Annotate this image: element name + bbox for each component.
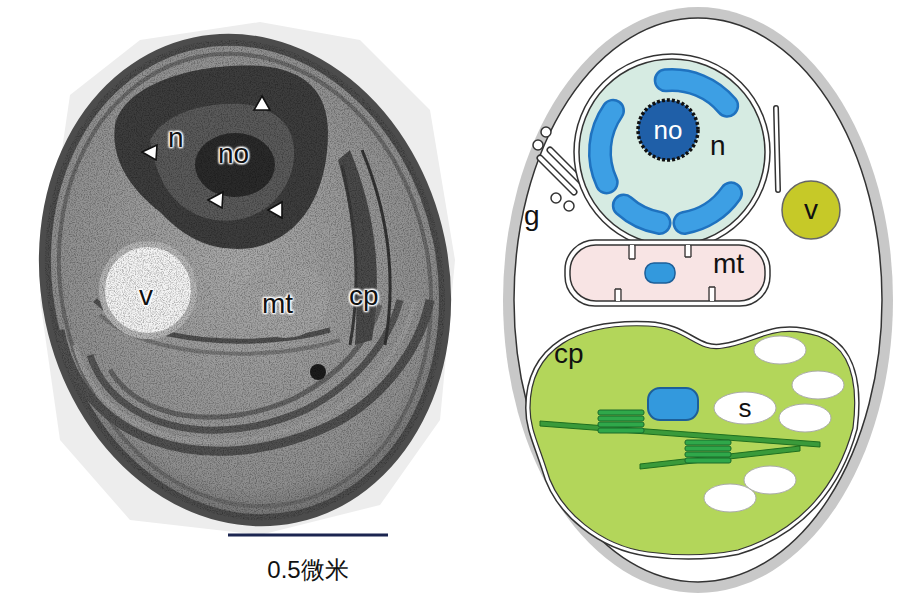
drawing-part bbox=[579, 59, 765, 245]
drawing-part bbox=[142, 145, 157, 160]
drawing-part bbox=[254, 96, 270, 110]
part-label: n bbox=[168, 124, 184, 152]
drawing-part bbox=[598, 410, 644, 415]
starch-grain: s bbox=[713, 391, 777, 425]
drawing-part bbox=[530, 326, 855, 555]
drawing-part bbox=[645, 263, 675, 283]
drawing-part bbox=[570, 245, 765, 301]
drawing-part bbox=[615, 245, 715, 301]
drawing-part bbox=[565, 240, 770, 306]
organelle-label: cp bbox=[554, 340, 584, 368]
drawing-part bbox=[648, 388, 698, 420]
drawing-part bbox=[616, 245, 714, 301]
part-label: mt bbox=[262, 290, 293, 318]
drawing-part bbox=[754, 336, 806, 364]
drawing-part bbox=[30, 20, 470, 540]
organelle-label: mt bbox=[713, 250, 744, 278]
drawing-part bbox=[624, 206, 660, 223]
drawing-part bbox=[776, 108, 778, 190]
drawing-part bbox=[776, 108, 778, 190]
organelle-label: n bbox=[710, 132, 726, 160]
er-membrane bbox=[776, 108, 778, 190]
drawing-part bbox=[600, 111, 613, 183]
drawing-part bbox=[779, 404, 831, 432]
drawing-part bbox=[714, 392, 776, 424]
part-label: v bbox=[139, 282, 153, 310]
drawing-part bbox=[600, 111, 613, 183]
drawing-part bbox=[208, 192, 223, 208]
drawing-part bbox=[685, 446, 731, 451]
drawing-part bbox=[640, 446, 800, 469]
organelle-label: v bbox=[781, 180, 841, 240]
part-label: g bbox=[524, 202, 540, 230]
drawing-part bbox=[685, 193, 732, 223]
drawing-part bbox=[792, 371, 844, 399]
organelle-label: s bbox=[713, 391, 777, 425]
drawing-part bbox=[598, 428, 644, 433]
part-label: no bbox=[218, 140, 249, 168]
scale-label: 0.5微米 bbox=[228, 558, 388, 582]
vacuole-shape: v bbox=[781, 180, 841, 240]
cell-wall bbox=[503, 7, 893, 593]
chloroplast-shape: cp s bbox=[518, 318, 863, 562]
drawing-part bbox=[598, 416, 644, 421]
drawing-part bbox=[564, 201, 574, 211]
drawing-part bbox=[685, 440, 731, 445]
nucleus-shape: nno bbox=[572, 52, 772, 252]
drawing-part bbox=[685, 458, 731, 463]
drawing-part bbox=[782, 181, 840, 239]
drawing-part bbox=[598, 422, 644, 427]
drawing-part bbox=[574, 54, 770, 250]
scale-bar bbox=[228, 534, 388, 537]
drawing-part bbox=[685, 193, 732, 223]
drawing-part bbox=[541, 127, 551, 137]
cell-membrane bbox=[514, 18, 882, 582]
drawing-part bbox=[268, 202, 282, 218]
mitochondrion-shape: mt bbox=[563, 238, 772, 308]
drawing-part bbox=[685, 452, 731, 457]
drawing-part bbox=[624, 206, 660, 223]
drawing-part bbox=[540, 421, 820, 447]
drawing-part bbox=[704, 484, 756, 512]
drawing-part bbox=[530, 326, 855, 555]
organelle-label: no bbox=[636, 98, 700, 162]
arrowheads bbox=[142, 96, 282, 218]
cell-membrane bbox=[18, 19, 473, 542]
cell-wall bbox=[1, 2, 489, 558]
micrograph-inner bbox=[30, 20, 470, 540]
drawing-part bbox=[540, 158, 574, 192]
drawing-part bbox=[530, 326, 855, 555]
nucleolus-shape: no bbox=[636, 98, 700, 162]
drawing-part bbox=[540, 158, 574, 192]
drawing-part bbox=[533, 140, 543, 150]
part-label: cp bbox=[349, 282, 379, 310]
drawing-part bbox=[551, 193, 561, 203]
